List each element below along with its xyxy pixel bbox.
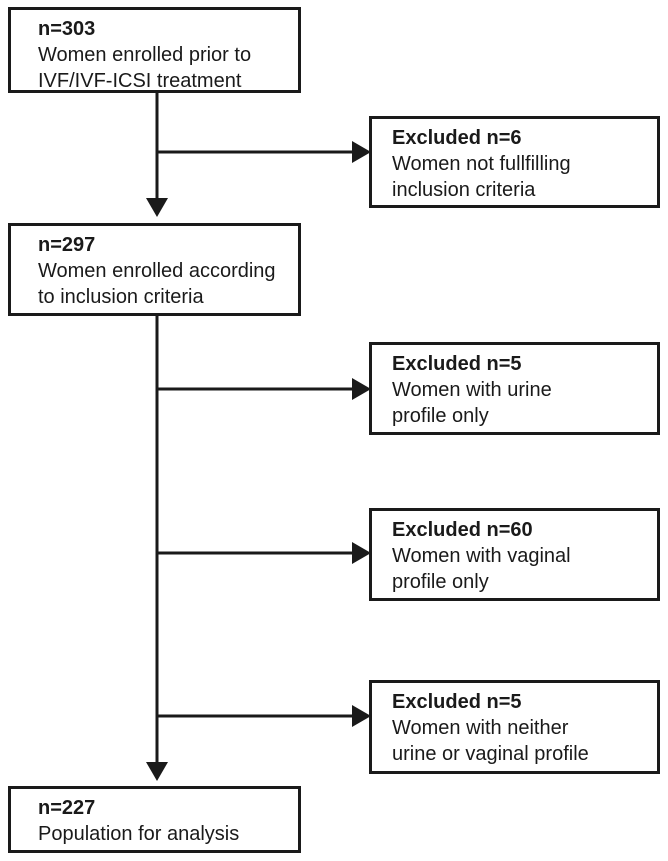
enrolled-count: n=303 xyxy=(38,18,96,40)
down-arrow-1 xyxy=(146,198,168,217)
excluded-description-4-line-2: urine or vaginal profile xyxy=(392,743,589,765)
right-arrow-4 xyxy=(352,705,371,727)
excluded-description-2-line-2: profile only xyxy=(392,405,489,427)
excluded-count-4: Excluded n=5 xyxy=(392,691,522,713)
analysis-description-line-1: Population for analysis xyxy=(38,823,240,845)
excluded-count-1: Excluded n=6 xyxy=(392,127,522,149)
enrolled-description-line-1: Women enrolled prior to xyxy=(38,44,252,66)
excluded-box-1: Excluded n=6 Women not fullfilling inclu… xyxy=(369,116,660,208)
analysis-box: n=227 Population for analysis xyxy=(8,786,301,853)
inclusion-count: n=297 xyxy=(38,234,96,256)
excluded-count-3: Excluded n=60 xyxy=(392,519,533,541)
analysis-count: n=227 xyxy=(38,797,96,819)
excluded-description-2-line-1: Women with urine xyxy=(392,379,552,401)
excluded-description-1-line-2: inclusion criteria xyxy=(392,179,536,201)
excluded-description-3-line-2: profile only xyxy=(392,571,489,593)
excluded-description-3-line-1: Women with vaginal xyxy=(392,545,571,567)
enrolled-box: n=303 Women enrolled prior to IVF/IVF-IC… xyxy=(8,7,301,93)
inclusion-box: n=297 Women enrolled according to inclus… xyxy=(8,223,301,316)
excluded-box-2: Excluded n=5 Women with urine profile on… xyxy=(369,342,660,435)
inclusion-description-line-2: to inclusion criteria xyxy=(38,286,204,308)
down-arrow-2 xyxy=(146,762,168,781)
excluded-count-2: Excluded n=5 xyxy=(392,353,522,375)
right-arrow-3 xyxy=(352,542,371,564)
right-arrow-2 xyxy=(352,378,371,400)
excluded-description-4-line-1: Women with neither xyxy=(392,717,569,739)
right-arrow-1 xyxy=(352,141,371,163)
excluded-box-4: Excluded n=5 Women with neither urine or… xyxy=(369,680,660,774)
excluded-description-1-line-1: Women not fullfilling xyxy=(392,153,571,175)
enrolled-description-line-2: IVF/IVF-ICSI treatment xyxy=(38,70,242,92)
excluded-box-3: Excluded n=60 Women with vaginal profile… xyxy=(369,508,660,601)
inclusion-description-line-1: Women enrolled according xyxy=(38,260,276,282)
